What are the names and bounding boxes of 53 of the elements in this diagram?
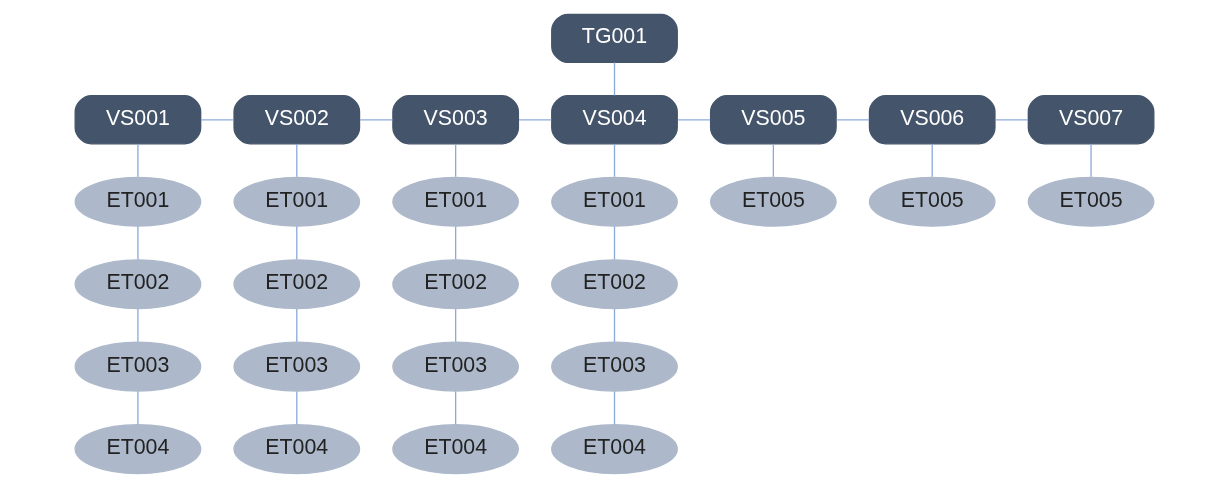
- connector: [772, 142, 775, 177]
- node-box: VS006: [868, 94, 996, 144]
- connector: [454, 142, 457, 177]
- node-box: VS005: [709, 94, 837, 144]
- connector: [296, 142, 298, 177]
- connector: [137, 142, 139, 177]
- node-ellipse: ET002: [233, 258, 361, 309]
- node-ellipse: ET002: [74, 258, 202, 309]
- node-ellipse: ET001: [551, 176, 678, 227]
- node-ellipse: ET002: [392, 258, 520, 309]
- connector: [200, 118, 235, 120]
- node-box: VS002: [233, 94, 361, 144]
- connector: [454, 307, 457, 342]
- node-box: VS001: [74, 94, 202, 144]
- connector: [454, 225, 457, 260]
- connector: [454, 390, 457, 425]
- connector: [518, 118, 553, 120]
- node-box: VS003: [392, 94, 520, 144]
- node-ellipse: ET004: [233, 423, 361, 474]
- connector: [994, 118, 1029, 120]
- node-ellipse: ET003: [74, 341, 202, 392]
- connector: [613, 390, 616, 425]
- node-ellipse: ET002: [551, 258, 678, 309]
- connector: [613, 225, 616, 260]
- connector: [296, 307, 298, 342]
- connector: [137, 307, 139, 342]
- node-box: VS004: [551, 94, 678, 144]
- node-ellipse: ET004: [74, 423, 202, 474]
- node-ellipse: ET004: [551, 423, 678, 474]
- node-ellipse: ET004: [392, 423, 520, 474]
- connector: [359, 118, 394, 120]
- node-ellipse: ET003: [233, 341, 361, 392]
- node-ellipse: ET003: [551, 341, 678, 392]
- node-ellipse: ET005: [709, 176, 837, 227]
- node-box: VS007: [1027, 94, 1155, 144]
- connector: [613, 142, 616, 177]
- connector: [931, 142, 933, 177]
- node-ellipse: ET005: [868, 176, 996, 227]
- connector: [677, 118, 711, 120]
- connector: [296, 390, 298, 425]
- node-ellipse: ET001: [392, 176, 520, 227]
- node-ellipse: ET005: [1027, 176, 1155, 227]
- connector: [835, 118, 870, 120]
- connector: [137, 390, 139, 425]
- connector: [296, 225, 298, 260]
- node-ellipse: ET001: [233, 176, 361, 227]
- connector: [613, 61, 616, 96]
- node-ellipse: ET001: [74, 176, 202, 227]
- connector: [1090, 142, 1092, 177]
- connector: [613, 307, 616, 342]
- connector: [137, 225, 139, 260]
- node-box: TG001: [551, 13, 678, 63]
- node-ellipse: ET003: [392, 341, 520, 392]
